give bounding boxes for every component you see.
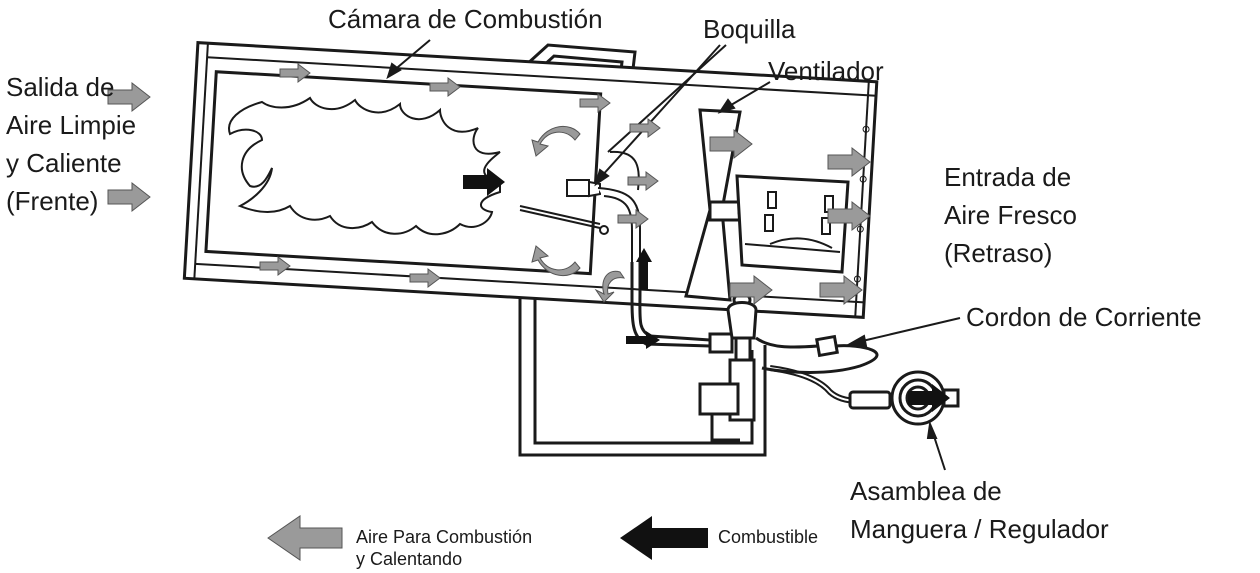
combustion-chamber — [204, 70, 603, 276]
fuel-arrow-up — [636, 248, 652, 290]
valve-column — [698, 292, 758, 442]
label-camara-de-combustion: Cámara de Combustión — [328, 4, 603, 34]
label-boquilla: Boquilla — [703, 14, 796, 44]
leader-lines — [386, 39, 961, 471]
label-ventilador: Ventilador — [768, 56, 884, 86]
label-cordon-de-corriente: Cordon de Corriente — [966, 302, 1202, 332]
label-salida-de-aire: Salida de Aire Limpie y Caliente (Frente… — [6, 72, 137, 216]
air-swirl-arrow — [531, 245, 581, 276]
legend-fuel-label: Combustible — [718, 527, 819, 547]
fuel-arrow-line — [626, 331, 660, 349]
legend-air-arrow — [267, 515, 343, 561]
flame — [228, 96, 501, 236]
fuel-arrows — [463, 168, 950, 412]
label-asamblea-manguera-regulador: Asamblea de Manguera / Regulador — [850, 476, 1109, 544]
legend-air-label: Aire Para Combustión y Calentando — [356, 527, 533, 569]
air-swirl-arrow — [594, 270, 626, 303]
air-arrows-inside — [259, 63, 661, 303]
label-entrada-de-aire: Entrada de Aire Fresco (Retraso) — [944, 162, 1077, 268]
power-cord — [755, 334, 879, 374]
air-swirl-arrow — [531, 126, 581, 157]
motor-box — [735, 174, 850, 274]
legend-fuel-arrow — [620, 516, 708, 560]
nozzle-assembly — [519, 150, 641, 262]
